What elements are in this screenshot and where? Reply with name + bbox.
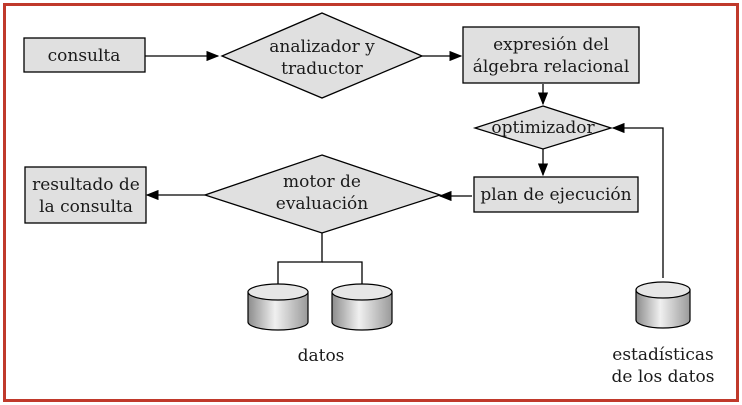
optimizador-label: optimizador (491, 118, 595, 138)
datos-cylinder-1 (247, 283, 309, 331)
resultado-label-1: resultado de (32, 175, 140, 195)
plan-node: plan de ejecución (473, 176, 639, 213)
consulta-label: consulta (48, 46, 121, 66)
expresion-label-1: expresión del (493, 35, 609, 55)
expresion-label-2: álgebra relacional (473, 57, 630, 77)
edge-motor-datos (277, 233, 323, 285)
datos-cylinder-2 (331, 283, 393, 331)
analizador-label-1: analizador y (269, 37, 375, 57)
estadisticas-label-1: estadísticas (612, 345, 713, 365)
consulta-node: consulta (23, 37, 146, 73)
edges (145, 50, 664, 285)
analizador-node: analizador y traductor (220, 12, 424, 99)
analizador-label-2: traductor (281, 59, 364, 79)
motor-label-1: motor de (283, 172, 361, 192)
plan-label: plan de ejecución (480, 185, 631, 205)
resultado-label-2: la consulta (39, 197, 133, 217)
edge-estadisticas-optimizador (611, 122, 664, 278)
motor-node: motor de evaluación (202, 154, 443, 234)
datos-label: datos (298, 346, 345, 366)
resultado-node: resultado de la consulta (24, 166, 147, 224)
estadisticas-label-2: de los datos (612, 367, 715, 387)
estadisticas-cylinder (635, 281, 691, 329)
edge-datos-2 (322, 261, 363, 285)
motor-label-2: evaluación (276, 194, 369, 214)
expresion-node: expresión del álgebra relacional (462, 26, 640, 84)
optimizador-node: optimizador (472, 105, 614, 150)
